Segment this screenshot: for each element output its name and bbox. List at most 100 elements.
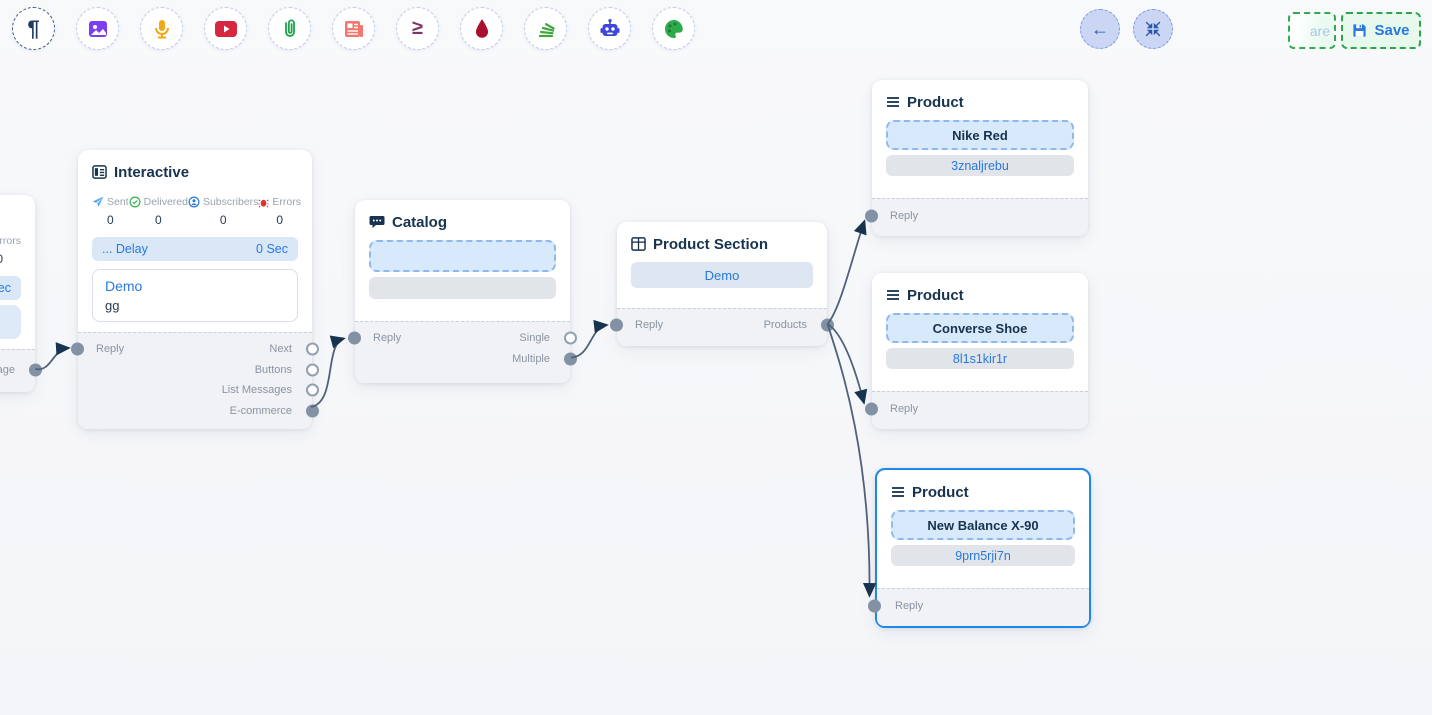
section-content-box[interactable]: Demo <box>631 262 813 288</box>
condition-element-button[interactable]: ≥ <box>396 7 439 50</box>
menu-icon <box>887 97 899 107</box>
youtube-icon <box>214 20 237 37</box>
hidden-share-button[interactable]: are <box>1288 12 1336 49</box>
output-port-ecommerce[interactable] <box>306 404 319 418</box>
stat-subscribers: Subscribers 0 <box>188 196 258 227</box>
microphone-icon <box>154 19 169 38</box>
table-icon <box>631 237 646 251</box>
output-port-products[interactable] <box>821 318 834 332</box>
news-element-button[interactable] <box>332 7 375 50</box>
canvas-actions: ← <box>1080 9 1173 49</box>
fit-view-button[interactable] <box>1133 9 1173 49</box>
node-footer: Message <box>0 349 42 392</box>
delay-setting[interactable]: 0 Sec <box>0 276 21 300</box>
product-id-box[interactable]: 3znaljrebu <box>886 155 1074 176</box>
floppy-disk-icon <box>1353 24 1367 37</box>
interactive-node[interactable]: Interactive Sent 0 <box>71 150 319 429</box>
interactive-icon <box>92 165 107 179</box>
stat-errors: Errors 0 <box>258 196 301 227</box>
interactive-message-box[interactable]: Demo gg <box>92 269 298 322</box>
bot-element-button[interactable] <box>588 7 631 50</box>
message-content-box[interactable] <box>0 305 21 339</box>
node-footer: Reply Products <box>610 308 834 346</box>
output-port-single[interactable] <box>564 331 577 345</box>
catalog-select-box[interactable] <box>369 240 556 272</box>
compress-icon <box>1145 21 1161 37</box>
product-name-box[interactable]: Nike Red <box>886 120 1074 150</box>
palette-icon <box>664 19 683 38</box>
attachment-element-button[interactable] <box>268 7 311 50</box>
node-title: Product <box>907 93 964 111</box>
input-port-reply[interactable] <box>610 318 623 332</box>
delay-setting[interactable]: ... Delay 0 Sec <box>92 237 298 261</box>
save-label: Save <box>1374 22 1410 39</box>
errors-icon <box>258 198 270 208</box>
sequence-element-button[interactable] <box>524 7 567 50</box>
output-port-multiple[interactable] <box>564 352 577 366</box>
palette-element-button[interactable] <box>652 7 695 50</box>
node-title: Product Section <box>653 235 769 253</box>
node-title: Catalog <box>392 213 448 231</box>
input-port-reply[interactable] <box>348 331 361 345</box>
output-port-message[interactable] <box>29 363 42 377</box>
drip-element-button[interactable] <box>460 7 503 50</box>
save-button[interactable]: Save <box>1341 12 1421 49</box>
input-port-reply[interactable] <box>71 342 84 356</box>
audio-element-button[interactable] <box>140 7 183 50</box>
node-title: Product <box>907 286 964 304</box>
element-toolbar: ¶ <box>12 7 695 50</box>
subscribers-icon <box>188 196 200 208</box>
arrow-left-icon: ← <box>1091 18 1109 39</box>
node-footer: Reply <box>868 588 1089 626</box>
robot-icon <box>600 18 619 36</box>
back-button[interactable]: ← <box>1080 9 1120 49</box>
stat-sent: Sent 0 <box>92 196 129 227</box>
newspaper-icon <box>344 20 363 37</box>
pilcrow-icon: ¶ <box>27 15 40 41</box>
paperclip-icon <box>284 19 295 37</box>
catalog-icon <box>369 216 385 228</box>
catalog-empty-box[interactable] <box>369 277 556 299</box>
droplet-icon <box>475 18 488 38</box>
edge-products-to-product2 <box>826 323 868 405</box>
stats-row: Sent 0 Delivered 0 <box>92 196 301 227</box>
stat-errors: Errors 0 <box>0 235 21 266</box>
product-node-2[interactable]: Product Converse Shoe 8l1s1kir1r Reply <box>865 273 1088 429</box>
menu-icon <box>892 487 904 497</box>
send-icon <box>92 196 104 207</box>
message-node-partial[interactable]: Errors 0 0 Sec Message <box>0 195 42 392</box>
node-footer: Reply <box>865 198 1088 236</box>
output-port-buttons[interactable] <box>306 363 319 377</box>
product-name-box[interactable]: New Balance X-90 <box>891 510 1075 540</box>
catalog-node[interactable]: Catalog Reply Single Multiple <box>348 200 577 383</box>
image-element-button[interactable] <box>76 7 119 50</box>
input-port-reply[interactable] <box>865 402 878 416</box>
output-port-list-messages[interactable] <box>306 383 319 397</box>
input-port-reply[interactable] <box>868 599 881 613</box>
delay-value: 0 Sec <box>256 242 288 256</box>
edge-multiple-to-productsection <box>570 319 609 359</box>
stack-lines-icon <box>538 22 555 37</box>
node-footer: Reply Next Buttons List Messages E-comme… <box>71 332 319 429</box>
product-id-box[interactable]: 8l1s1kir1r <box>886 348 1074 369</box>
node-title: Interactive <box>114 163 190 181</box>
greater-equal-icon: ≥ <box>412 17 423 39</box>
node-title: Product <box>912 483 969 501</box>
product-name-box[interactable]: Converse Shoe <box>886 313 1074 343</box>
input-port-reply[interactable] <box>865 209 878 223</box>
product-id-box[interactable]: 9prn5rji7n <box>891 545 1075 566</box>
product-node-1[interactable]: Product Nike Red 3znaljrebu Reply <box>865 80 1088 236</box>
menu-icon <box>887 290 899 300</box>
edge-products-to-product1 <box>826 219 867 325</box>
product-node-3-selected[interactable]: Product New Balance X-90 9prn5rji7n Repl… <box>868 468 1091 628</box>
node-footer: Reply <box>865 391 1088 429</box>
text-element-button[interactable]: ¶ <box>12 7 55 50</box>
delay-label: ... Delay <box>102 242 148 256</box>
stat-delivered: Delivered 0 <box>129 196 188 227</box>
video-element-button[interactable] <box>204 7 247 50</box>
node-footer: Reply Single Multiple <box>348 321 577 383</box>
product-section-node[interactable]: Product Section Demo Reply Products <box>610 222 834 346</box>
image-icon <box>88 20 107 37</box>
output-port-next[interactable] <box>306 342 319 356</box>
